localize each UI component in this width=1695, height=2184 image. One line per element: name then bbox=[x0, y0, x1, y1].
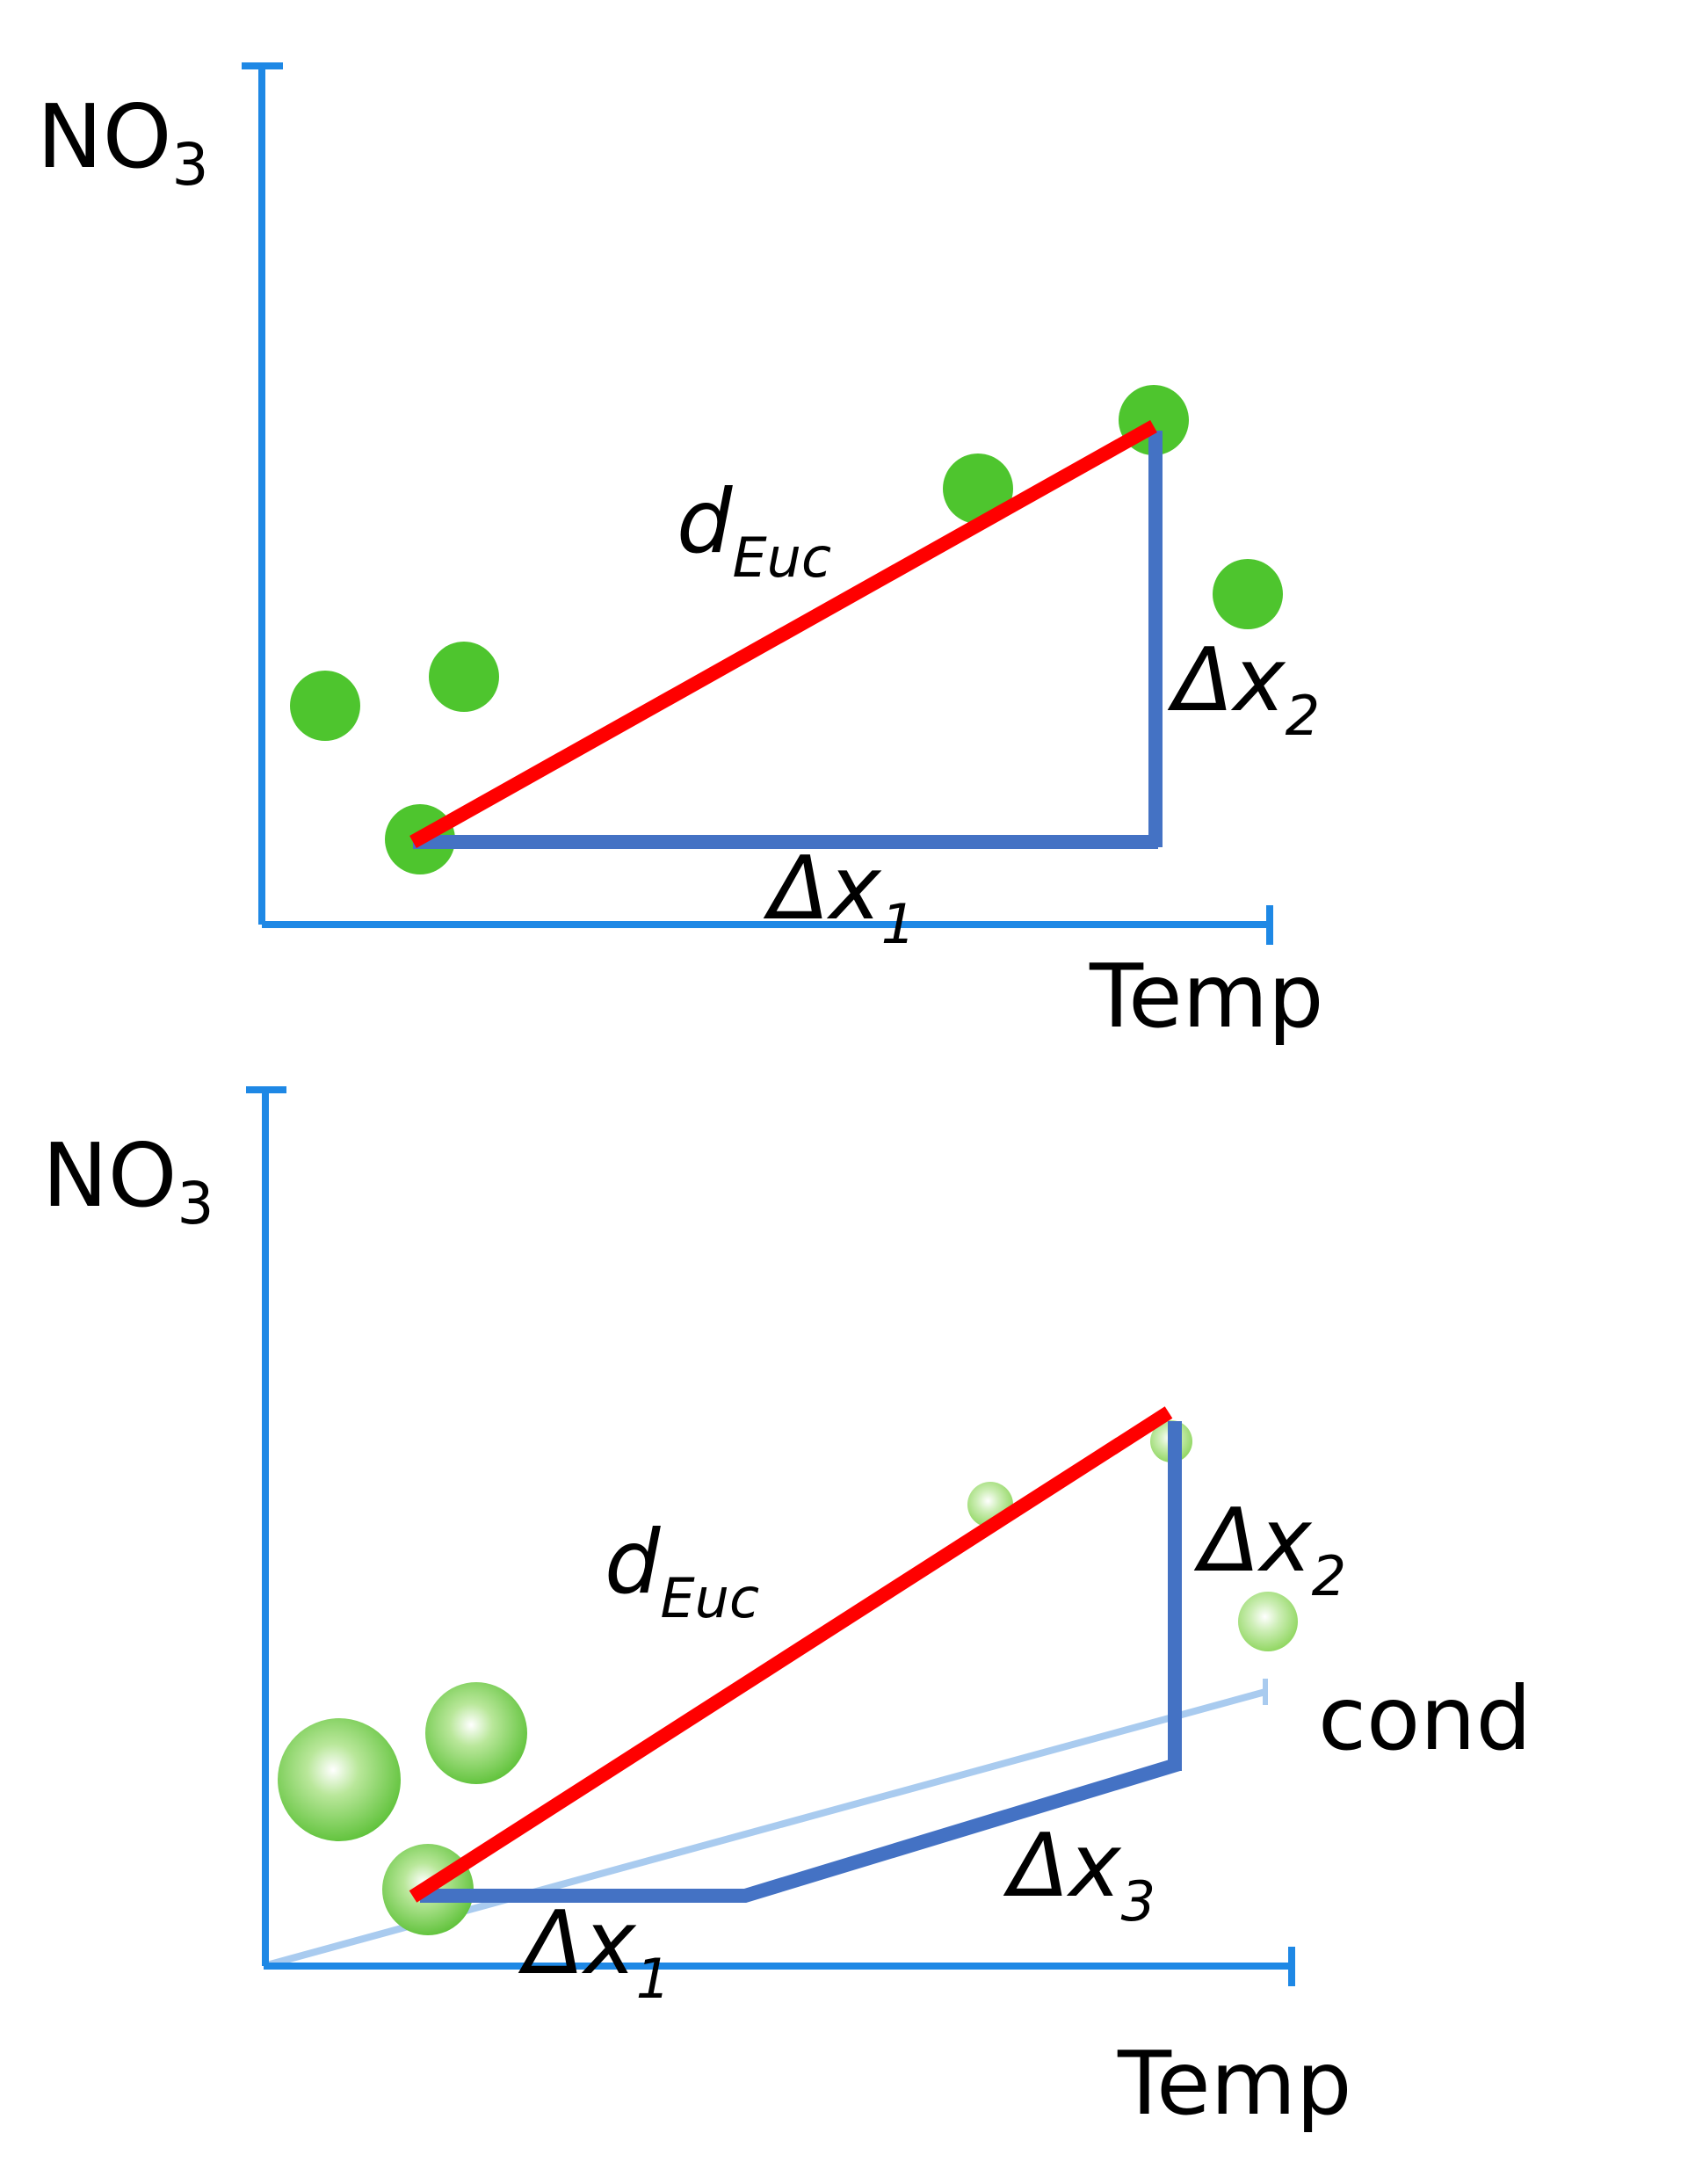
y-axis-label: NO3 bbox=[42, 1124, 214, 1237]
delta-x1-x3-path bbox=[420, 1757, 1182, 1903]
data-point bbox=[278, 1718, 401, 1841]
data-points-2d bbox=[290, 385, 1283, 874]
z-axis-label: cond bbox=[1318, 1667, 1532, 1770]
axes-2d bbox=[242, 62, 1273, 945]
euclidean-distance-line bbox=[409, 1406, 1173, 1903]
data-point bbox=[290, 671, 360, 741]
x-axis-label: Temp bbox=[1089, 945, 1324, 1048]
data-points-3d bbox=[278, 1420, 1298, 1935]
distance-label: dEuc bbox=[677, 470, 831, 590]
data-point bbox=[943, 453, 1013, 524]
euclidean-distance-line bbox=[409, 420, 1157, 848]
delta-x2-label: Δx2 bbox=[1167, 628, 1320, 748]
delta-x3-label: Δx3 bbox=[1003, 1814, 1155, 1934]
y-axis-label: NO3 bbox=[37, 85, 209, 199]
x-axis-label: Temp bbox=[1117, 2032, 1352, 2135]
data-point bbox=[1213, 559, 1283, 629]
data-point bbox=[1238, 1592, 1298, 1651]
delta-x1-label: Δx1 bbox=[763, 837, 916, 956]
data-point bbox=[429, 642, 499, 712]
delta-x1-label: Δx1 bbox=[518, 1891, 670, 2011]
panel-3d: NO3 Temp cond dEuc Δx2 Δx3 Δx1 bbox=[42, 1086, 1532, 2135]
panel-2d: NO3 Temp dEuc Δx2 Δx1 bbox=[37, 62, 1324, 1048]
delta-x2-label: Δx2 bbox=[1193, 1489, 1346, 1608]
data-point bbox=[425, 1682, 527, 1784]
distance-label: dEuc bbox=[605, 1511, 759, 1630]
